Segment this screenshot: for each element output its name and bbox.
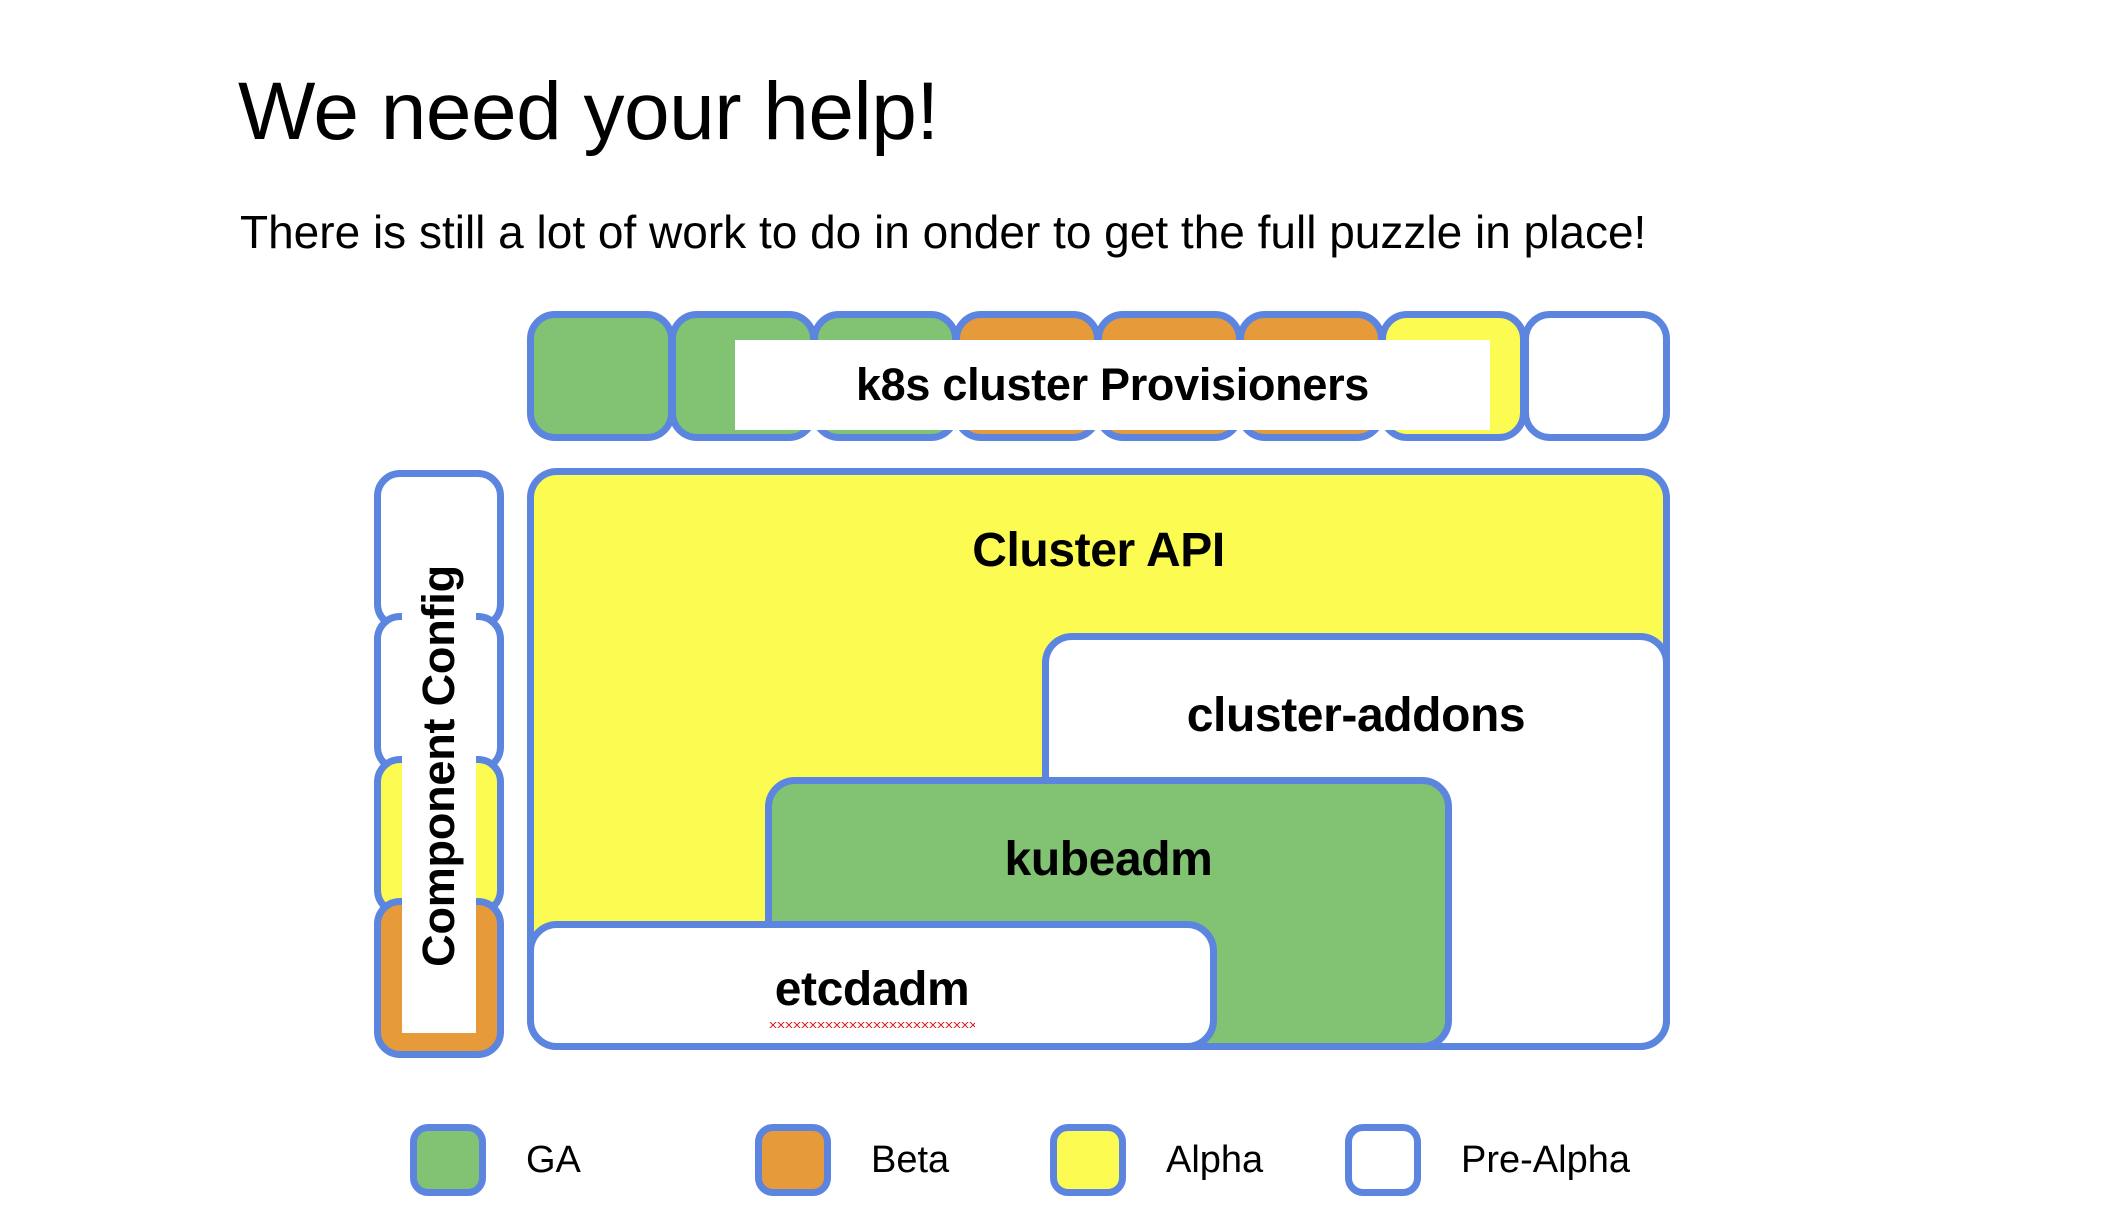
legend-label-alpha: Alpha xyxy=(1166,1138,1264,1181)
page-title: We need your help! xyxy=(238,65,939,157)
k8s-cluster-provisioners-label: k8s cluster Provisioners xyxy=(735,340,1490,430)
legend-item-ga: GA xyxy=(410,1124,581,1196)
legend-swatch-prealpha xyxy=(1345,1124,1421,1196)
legend-label-prealpha: Pre-Alpha xyxy=(1461,1138,1630,1181)
page-subtitle: There is still a lot of work to do in on… xyxy=(240,206,1647,258)
legend-item-beta: Beta xyxy=(755,1124,949,1196)
legend-label-beta: Beta xyxy=(871,1138,950,1181)
etcdadm-label: etcdadm xyxy=(768,963,975,1028)
legend-item-prealpha: Pre-Alpha xyxy=(1345,1124,1630,1196)
legend-label-ga: GA xyxy=(526,1138,581,1181)
legend-item-alpha: Alpha xyxy=(1050,1124,1263,1196)
provisioner-tile-1[interactable] xyxy=(527,311,675,441)
kubeadm-label: kubeadm xyxy=(1004,833,1213,886)
component-config-label: Component Config xyxy=(402,498,476,1033)
legend-swatch-ga xyxy=(410,1124,486,1196)
etcdadm-label-wrapper: etcdadm xyxy=(534,962,1210,1028)
component-config-label-text: Component Config xyxy=(413,564,464,967)
legend-swatch-alpha xyxy=(1050,1124,1126,1196)
cluster-addons-label: cluster-addons xyxy=(1186,689,1526,742)
provisioner-tile-8[interactable] xyxy=(1522,311,1670,441)
cluster-api-label: Cluster API xyxy=(972,524,1225,577)
legend-swatch-beta xyxy=(755,1124,831,1196)
etcdadm-box[interactable]: etcdadm xyxy=(527,921,1217,1050)
